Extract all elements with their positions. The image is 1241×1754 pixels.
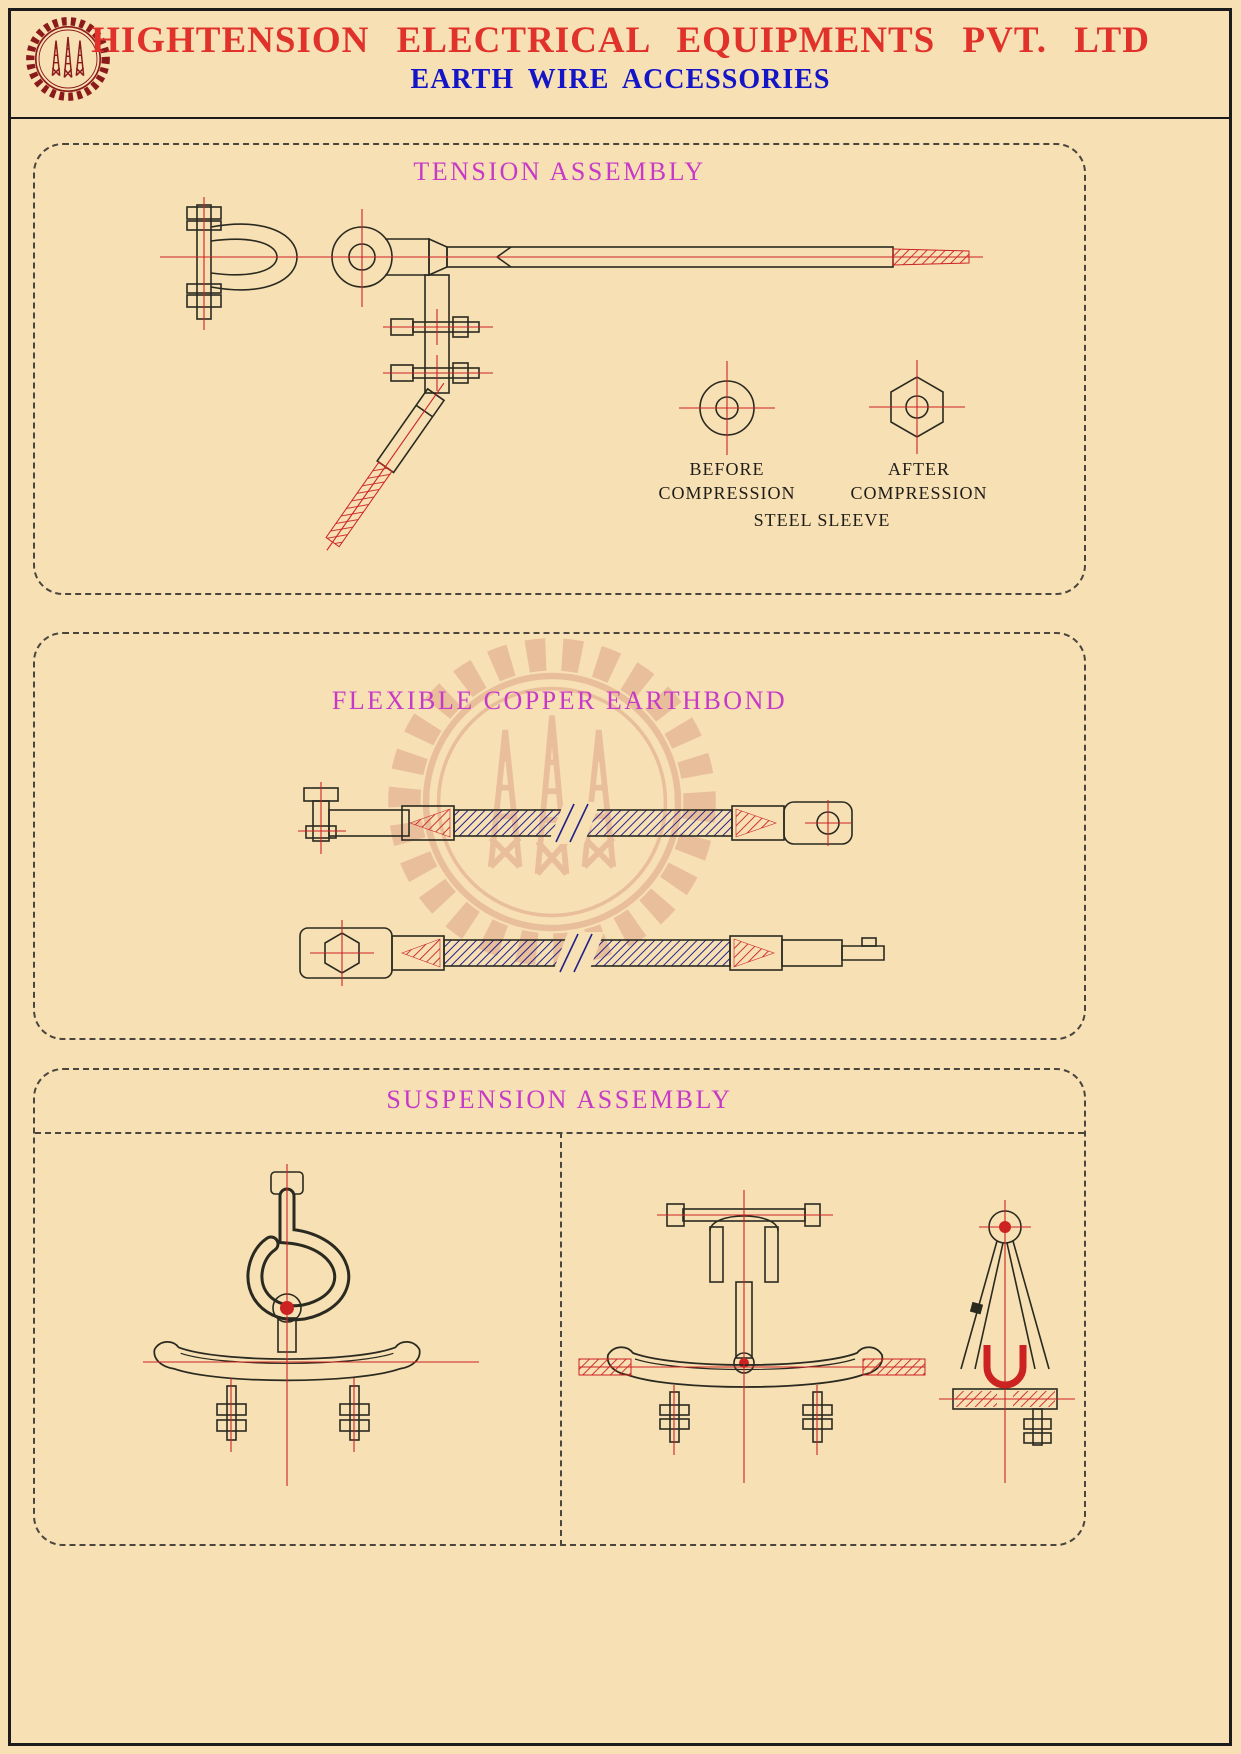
suspension-assembly-panel: SUSPENSION ASSEMBLY xyxy=(33,1068,1086,1546)
suspension-hook-clamp-drawing xyxy=(143,1164,479,1486)
suspension-clevis-clamp-drawing xyxy=(578,1190,926,1483)
suspension-column-divider xyxy=(560,1132,562,1546)
steel-sleeve-label: STEEL SLEEVE xyxy=(753,510,891,530)
earthbond-panel: FLEXIBLE COPPER EARTHBOND xyxy=(33,632,1086,1040)
flat-tongue-terminal xyxy=(781,937,885,967)
page-subtitle: EARTH WIRE ACCESSORIES xyxy=(410,64,831,95)
header-divider xyxy=(10,117,1231,119)
clamp-nuts xyxy=(1023,1408,1052,1446)
earthbond-title: FLEXIBLE COPPER EARTHBOND xyxy=(331,686,788,715)
palm-terminal xyxy=(783,800,853,846)
ferrule-right xyxy=(729,935,783,971)
earthbond-palm-to-tongue-drawing xyxy=(299,920,885,986)
tension-assembly-panel: TENSION ASSEMBLY xyxy=(33,143,1086,595)
before-compression-view xyxy=(679,361,775,455)
strap-bolt xyxy=(969,1301,984,1315)
copper-cable xyxy=(443,932,731,974)
palm-with-bolt xyxy=(299,920,393,986)
company-title: HIGHTENSION ELECTRICAL EQUIPMENTS PVT. L… xyxy=(91,20,1150,61)
suspension-assembly-title: SUSPENSION ASSEMBLY xyxy=(386,1085,733,1114)
ferrule-left xyxy=(391,935,445,971)
page-border xyxy=(8,8,1232,1746)
earthbond-bolt-to-palm-drawing xyxy=(298,782,853,854)
copper-cable xyxy=(453,802,733,844)
sleeve-section-views xyxy=(679,360,965,455)
keeper-bolts xyxy=(216,1385,370,1441)
before-compression-label: BEFORE COMPRESSION xyxy=(658,459,796,504)
plate-bolt-upper xyxy=(383,309,493,345)
tension-assembly-title: TENSION ASSEMBLY xyxy=(413,157,706,186)
keeper-bolts xyxy=(659,1391,833,1443)
tension-clamp-drawing xyxy=(160,197,983,551)
lug-tongue xyxy=(328,809,410,837)
after-compression-label: AFTER COMPRESSION xyxy=(850,459,988,504)
jumper-terminal xyxy=(325,382,446,551)
plate-bolt-lower xyxy=(383,355,493,391)
hook xyxy=(246,1171,351,1322)
after-compression-view xyxy=(869,360,965,454)
suspension-title-divider xyxy=(35,1132,1084,1134)
suspension-clamp-side-view-drawing xyxy=(939,1200,1075,1483)
ferrule-right xyxy=(731,805,785,841)
